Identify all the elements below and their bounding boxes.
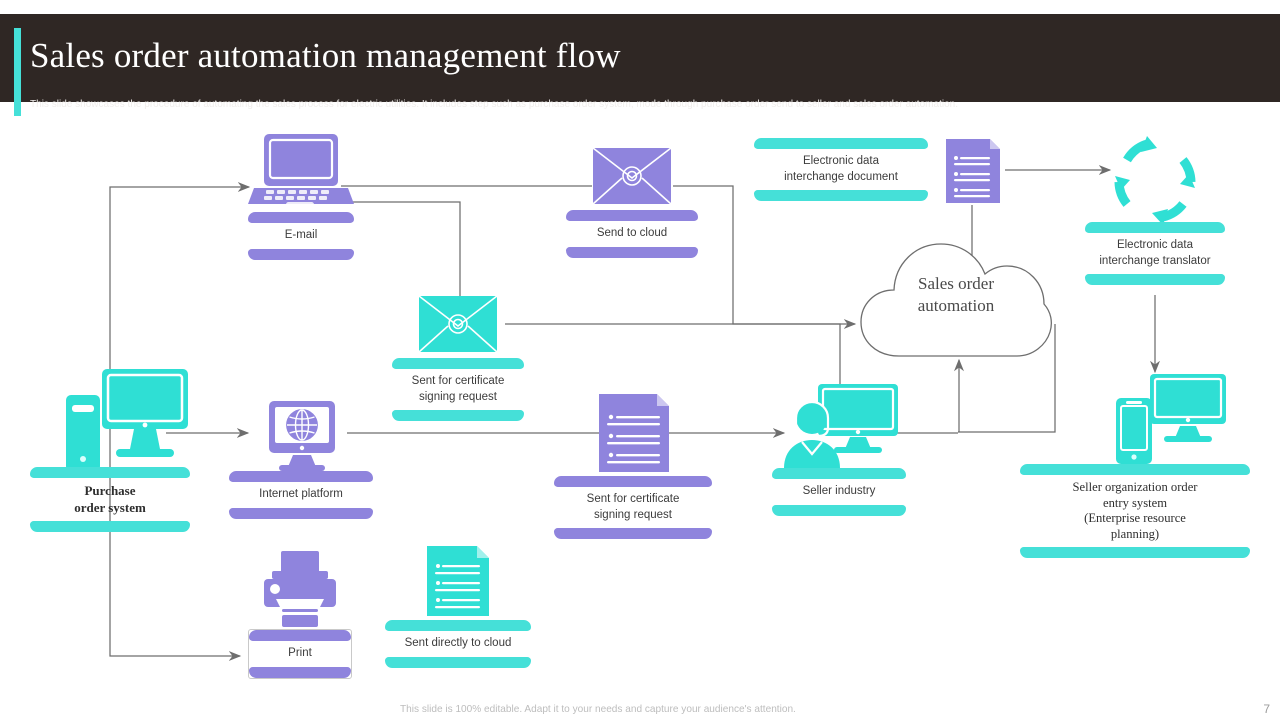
plate-bar-top [392,358,524,369]
plate-bar-top [772,468,906,479]
slide-header: Sales order automation management flow T… [0,14,1280,116]
header-accent-bar [14,28,21,116]
footer-note: This slide is 100% editable. Adapt it to… [400,703,796,715]
support-agent-icon [772,380,906,468]
desktop-mobile-icon [1020,372,1250,464]
node-sales-order-automation[interactable]: Sales order automation [855,230,1057,360]
page-subtitle: This slide showcases the procedure of au… [30,98,959,110]
node-internet-platform[interactable]: Internet platform [229,399,373,519]
node-send-to-cloud[interactable]: Send to cloud [566,144,698,258]
plate-bar-bottom [1020,547,1250,558]
envelope-icon [566,144,698,210]
plate-bar-top [30,467,190,478]
node-label: Internet platform [259,488,343,500]
label-plate: Purchase order system [30,467,190,532]
node-seller-organization-order-entry-system[interactable]: Seller organization order entry system (… [1020,372,1250,558]
plate-bar-bottom [1085,274,1225,285]
plate-bar-bottom [392,410,524,421]
diagram-canvas: Purchase order system [0,102,1280,720]
plate-bar-top [249,630,351,641]
node-label: Seller organization order entry system (… [1072,480,1198,541]
node-label: E-mail [284,229,318,241]
document-icon [554,390,712,476]
label-plate: Electronic data interchange translator [1085,222,1225,285]
cloud-icon [855,230,1057,365]
node-label: Electronic data interchange document [784,155,898,183]
plate-bar-top [385,620,531,631]
node-email[interactable]: E-mail [248,132,354,260]
node-label: Electronic data interchange translator [1099,239,1211,267]
label-plate: E-mail [248,212,354,260]
label-plate: Sent for certificate signing request [392,358,524,421]
plate-bar-bottom [248,248,354,260]
node-sent-for-certificate-signing-request-envelope[interactable]: Sent for certificate signing request [392,292,524,421]
envelope-icon [392,292,524,358]
label-plate: Sent for certificate signing request [554,476,712,539]
plate-bar-top [754,138,928,149]
label-plate: Print [248,629,352,679]
plate-bar-bottom [229,507,373,519]
plate-bar-top [248,212,354,223]
node-label: Print [288,647,312,659]
document-icon [944,137,1002,210]
plate-bar-bottom [772,504,906,516]
connector-lines [109,165,1160,661]
label-plate: Seller organization order entry system (… [1020,464,1250,558]
label-plate: Send to cloud [566,210,698,258]
node-sent-for-certificate-signing-request-document[interactable]: Sent for certificate signing request [554,390,712,539]
page-number: 7 [1263,702,1270,716]
node-label: Sent directly to cloud [404,637,512,649]
node-edi-translator[interactable]: Electronic data interchange translator [1085,132,1225,285]
node-label: Sent for certificate signing request [411,375,505,403]
plate-bar-top [229,471,373,482]
monitor-globe-icon [229,399,373,471]
node-label: Purchase order system [74,483,146,515]
node-edi-document-label[interactable]: Electronic data interchange document [754,138,928,201]
document-icon [385,542,531,620]
node-print[interactable]: Print [248,549,352,679]
node-label: Send to cloud [596,227,668,239]
plate-bar-bottom [385,656,531,668]
plate-bar-bottom [249,666,351,678]
laptop-icon [248,132,354,212]
page-title: Sales order automation management flow [30,36,621,75]
plate-bar-bottom [566,246,698,258]
printer-icon [248,549,352,629]
sync-arrows-icon [1085,132,1225,225]
plate-bar-bottom [554,528,712,539]
node-sent-directly-to-cloud[interactable]: Sent directly to cloud [385,542,531,668]
node-label: Sent for certificate signing request [586,493,680,521]
plate-bar-top [554,476,712,487]
node-edi-document-icon[interactable] [944,137,1002,205]
plate-bar-top [566,210,698,221]
node-seller-industry[interactable]: Seller industry [772,380,906,516]
label-plate: Internet platform [229,471,373,519]
plate-bar-top [1020,464,1250,475]
plate-bar-top [1085,222,1225,233]
desktop-computer-icon [30,367,190,471]
label-plate: Sent directly to cloud [385,620,531,668]
plate-bar-bottom [30,521,190,532]
label-plate: Electronic data interchange document [754,138,928,201]
label-plate: Seller industry [772,468,906,516]
node-label: Seller industry [802,485,876,497]
node-purchase-order-system[interactable]: Purchase order system [30,367,190,532]
plate-bar-bottom [754,190,928,201]
